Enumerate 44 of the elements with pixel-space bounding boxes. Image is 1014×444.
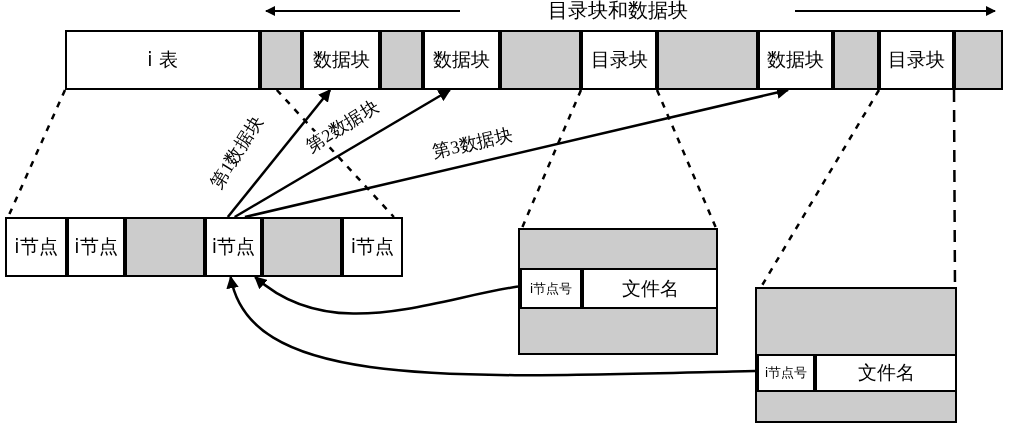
directory-entry-box: [755, 287, 957, 423]
block-cell: [582, 268, 718, 309]
cell-label: 数据块: [767, 47, 824, 72]
block-cell: [879, 30, 954, 90]
guide-line: [760, 89, 881, 288]
empty-block: [380, 30, 423, 90]
cell-label: 文件名: [621, 275, 679, 301]
block-cell: [67, 217, 125, 277]
cell-label: 目录块: [888, 47, 945, 72]
arrow: [226, 89, 332, 218]
block-cell: [342, 217, 403, 277]
empty-block: [954, 30, 1003, 90]
block-cell: [758, 30, 833, 90]
cell-label: i节点号: [764, 364, 808, 382]
block-cell: [757, 354, 815, 392]
cell-label: 数据块: [433, 47, 490, 72]
arrow: [254, 276, 519, 315]
directory-entry-box: [518, 228, 718, 355]
block-cell: [815, 354, 957, 392]
cell-label: i节点: [14, 234, 58, 259]
block-cell: [302, 30, 380, 90]
guide-line: [275, 89, 395, 218]
block-cell: [520, 268, 582, 309]
cell-label: 目录块: [590, 47, 648, 72]
guide-line: [655, 89, 718, 229]
cell-label: 数据块: [312, 47, 370, 72]
block-cell: [423, 30, 500, 90]
empty-block: [260, 30, 302, 90]
cell-label: i节点: [350, 234, 395, 259]
cell-label: 文件名: [857, 360, 915, 385]
cell-label: i节点号: [529, 279, 573, 298]
title: 目录块和数据块: [548, 0, 688, 22]
arrow: [228, 275, 756, 377]
block-cell: [581, 30, 657, 90]
empty-block: [833, 30, 879, 90]
cell-label: i节点: [74, 234, 118, 259]
block-cell: [65, 30, 260, 90]
cell-label: i节点: [211, 234, 256, 259]
guide-line: [520, 89, 583, 229]
guide-line: [6, 89, 67, 218]
arrow: [234, 88, 452, 219]
cell-label: i 表: [147, 47, 178, 72]
block-cell: [205, 217, 262, 277]
block-cell: [5, 217, 67, 277]
